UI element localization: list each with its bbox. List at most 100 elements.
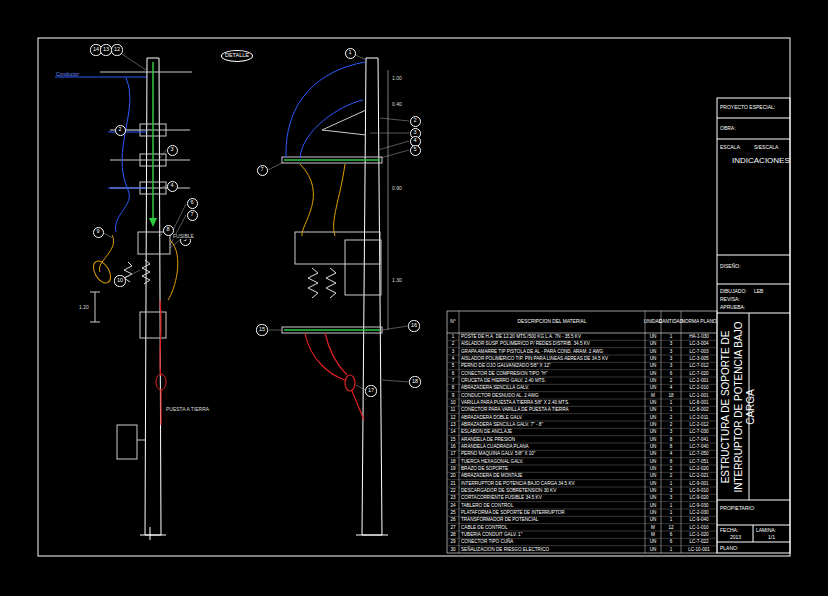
table-cell: 7 (447, 377, 459, 384)
callout-number: 7 (257, 165, 268, 176)
callout-text: 8 (166, 227, 169, 233)
callout-text: 2 (413, 118, 416, 124)
table-cell: 23 (447, 494, 459, 501)
table-cell: LC-2-020 (681, 465, 717, 472)
table-cell: ABRAZADERA SENCILLA GALV. (459, 384, 645, 391)
table-header: N° (447, 311, 459, 333)
table-cell: UN (645, 480, 661, 487)
field-label: ESCALA: (720, 145, 741, 150)
callout-text: 5 (413, 147, 416, 153)
part-label: FUSIBLE (172, 234, 195, 239)
table-cell: UN (645, 406, 661, 413)
table-cell: 1 (661, 333, 681, 340)
table-cell: M (645, 524, 661, 531)
table-cell: LC-2-030 (681, 509, 717, 516)
table-cell: LC-3-005 (681, 355, 717, 362)
table-cell: CORTACORRIENTE FUSIBLE 34.5 KV (459, 494, 645, 501)
callout-number: 17 (365, 385, 376, 396)
callout-text: 3 (413, 130, 416, 136)
table-cell: LC-8-001 (681, 399, 717, 406)
table-cell: LC-9-030 (681, 502, 717, 509)
field-value: 2013 (730, 535, 741, 540)
table-cell: LC-7-030 (681, 428, 717, 435)
table-cell: 12 (661, 524, 681, 531)
table-cell: ARANDELA CUADRADA PLANA (459, 443, 645, 450)
callout-number: 5 (410, 145, 421, 156)
callout-text: 6 (190, 200, 193, 206)
table-cell: 30 (447, 546, 459, 553)
table-cell: 18 (661, 392, 681, 399)
table-cell: LC-1-010 (681, 524, 717, 531)
table-cell: 4 (661, 384, 681, 391)
table-cell: UN (645, 443, 661, 450)
table-cell: ESLABON DE ANCLAJE (459, 428, 645, 435)
table-cell: LC-2-012 (681, 421, 717, 428)
table-cell: LC-7-020 (681, 370, 717, 377)
callout-number: 2 (115, 125, 126, 136)
callout-text: 2 (118, 127, 121, 133)
table-cell: 3 (661, 487, 681, 494)
callout-number: 13 (100, 44, 111, 55)
table-cell: BRAZO DE SOPORTE (459, 465, 645, 472)
field-label: APRUEBA: (720, 305, 745, 310)
table-cell: ABRAZADERA DE MONTAJE (459, 472, 645, 479)
table-cell: 8 (661, 458, 681, 465)
table-cell: UN (645, 414, 661, 421)
dimension: 1.30 (391, 278, 403, 283)
field-label: PLANO: (720, 546, 738, 551)
table-cell: LC-7-022 (681, 538, 717, 545)
field-label: DISEÑO: (720, 264, 741, 269)
table-cell: LC-9-010 (681, 487, 717, 494)
table-cell: LC-7-003 (681, 348, 717, 355)
table-cell: 3 (447, 348, 459, 355)
table-cell: 2 (661, 414, 681, 421)
table-header: UNIDAD (645, 311, 661, 333)
table-cell: HA-1-030 (681, 333, 717, 340)
callout-text: 4 (170, 183, 173, 189)
table-cell: 3 (661, 348, 681, 355)
table-cell: CONDUCTOR DESNUDO AL. 2 AWG (459, 392, 645, 399)
table-cell: 1 (661, 516, 681, 523)
table-cell: 3 (661, 428, 681, 435)
callout-text: 12 (114, 47, 120, 53)
table-cell: LC-9-001 (681, 480, 717, 487)
table-cell: M (645, 531, 661, 538)
table-cell: UN (645, 546, 661, 553)
table-cell: CONECTOR DE COMPRESION TIPO "H" (459, 370, 645, 377)
table-cell: 29 (447, 538, 459, 545)
table-cell: CRUCETA DE HIERRO GALV. 2.40 MTS. (459, 377, 645, 384)
field-value: S/ESCALA (754, 145, 778, 150)
table-cell: PERNO DE OJO GALVANIZADO 5/8" X 12" (459, 362, 645, 369)
table-cell: LC-9-040 (681, 516, 717, 523)
table-cell: 26 (447, 516, 459, 523)
table-cell: TRANSFORMADOR DE POTENCIAL (459, 516, 645, 523)
callout-text: 18 (412, 379, 418, 385)
table-cell: UN (645, 348, 661, 355)
table-cell: PLATAFORMA DE SOPORTE DE INTERRUPTOR (459, 509, 645, 516)
table-cell: 28 (447, 531, 459, 538)
table-cell: PERNO MAQUINA GALV. 5/8" X 10" (459, 450, 645, 457)
table-cell: 13 (447, 421, 459, 428)
table-cell: UN (645, 487, 661, 494)
table-cell: 6 (661, 370, 681, 377)
callout-text: 3 (170, 147, 173, 153)
table-cell: UN (645, 421, 661, 428)
callout-text: 4 (413, 138, 416, 144)
callout-text: 7 (190, 212, 193, 218)
table-cell: 2 (447, 340, 459, 347)
table-cell: 17 (447, 450, 459, 457)
wire-label: Conductor (56, 72, 79, 77)
part-label: PUESTA A TIERRA (165, 407, 210, 412)
table-cell: 18 (447, 458, 459, 465)
field-value: 1/1 (768, 535, 775, 540)
table-cell: SEÑALIZACION DE RIESGO ELECTRICO (459, 546, 645, 553)
table-cell: 3 (661, 355, 681, 362)
table-cell: LC-7-041 (681, 436, 717, 443)
table-cell: 25 (447, 509, 459, 516)
table-cell: 8 (661, 443, 681, 450)
table-cell: 9 (447, 392, 459, 399)
callout-number: 16 (408, 320, 419, 331)
table-header: CANTIDAD (661, 311, 681, 333)
table-cell: LC-7-051 (681, 458, 717, 465)
table-cell: 3 (661, 340, 681, 347)
